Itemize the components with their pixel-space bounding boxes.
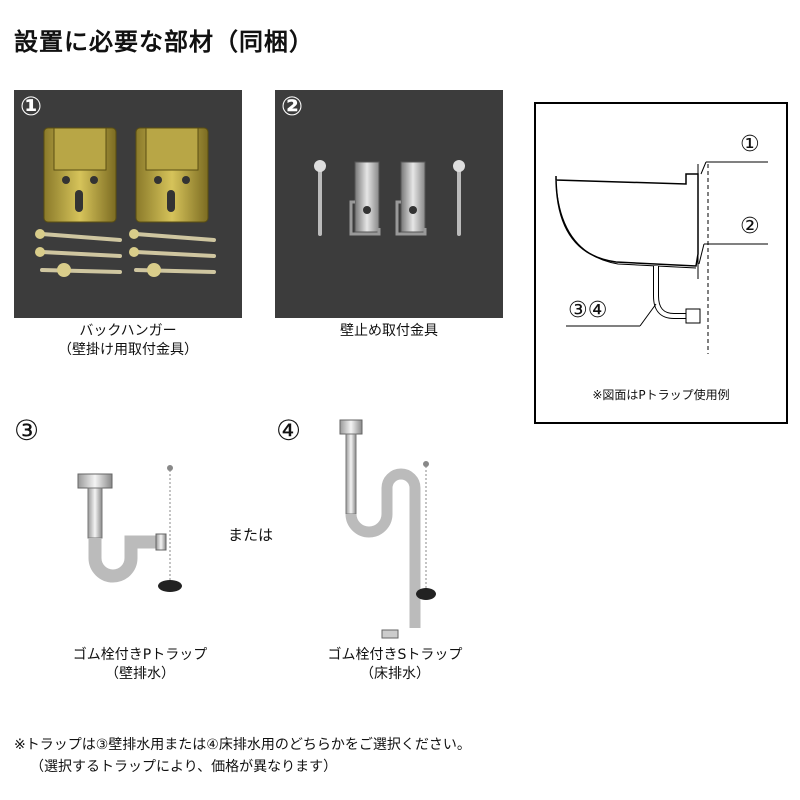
item-1-name: バックハンガー [79,323,177,339]
item-1-sub: （壁掛け用取付金具） [58,342,198,358]
note-line-1: ※トラップは③壁排水用または④床排水用のどちらかをご選択ください。 [14,737,471,753]
item-1-marker: ① [20,92,43,122]
wall-bracket-photo: ② [275,90,503,318]
diagram-label-34: ③④ [568,298,608,323]
back-hanger-illustration [35,127,216,277]
item-2-marker: ② [281,92,304,122]
p-trap-illustration [77,465,182,592]
diagram-label-2: ② [740,214,760,239]
item-4-sub: （床排水） [360,666,430,682]
diagram-label-1: ① [740,132,760,157]
note-line-2: （選択するトラップにより、価格が異なります） [30,759,338,775]
item-4-marker: ④ [276,414,302,447]
basin-diagram-drawing [555,161,768,354]
s-trap-illustration [339,419,436,639]
item-3-name: ゴム栓付きPトラップ [72,647,208,663]
item-3-marker: ③ [14,414,40,447]
installation-diagram: ① ② ③④ ※図面はPトラップ使用例 [534,102,788,424]
wall-bracket-illustration [314,160,465,236]
diagram-caption: ※図面はPトラップ使用例 [592,388,730,402]
item-4-name: ゴム栓付きSトラップ [327,647,463,663]
page-title: 設置に必要な部材（同梱） [14,28,314,56]
or-label: または [228,526,274,544]
item-2-name: 壁止め取付金具 [340,323,438,339]
item-3-sub: （壁排水） [105,666,175,682]
back-hanger-photo: ① [14,90,242,318]
